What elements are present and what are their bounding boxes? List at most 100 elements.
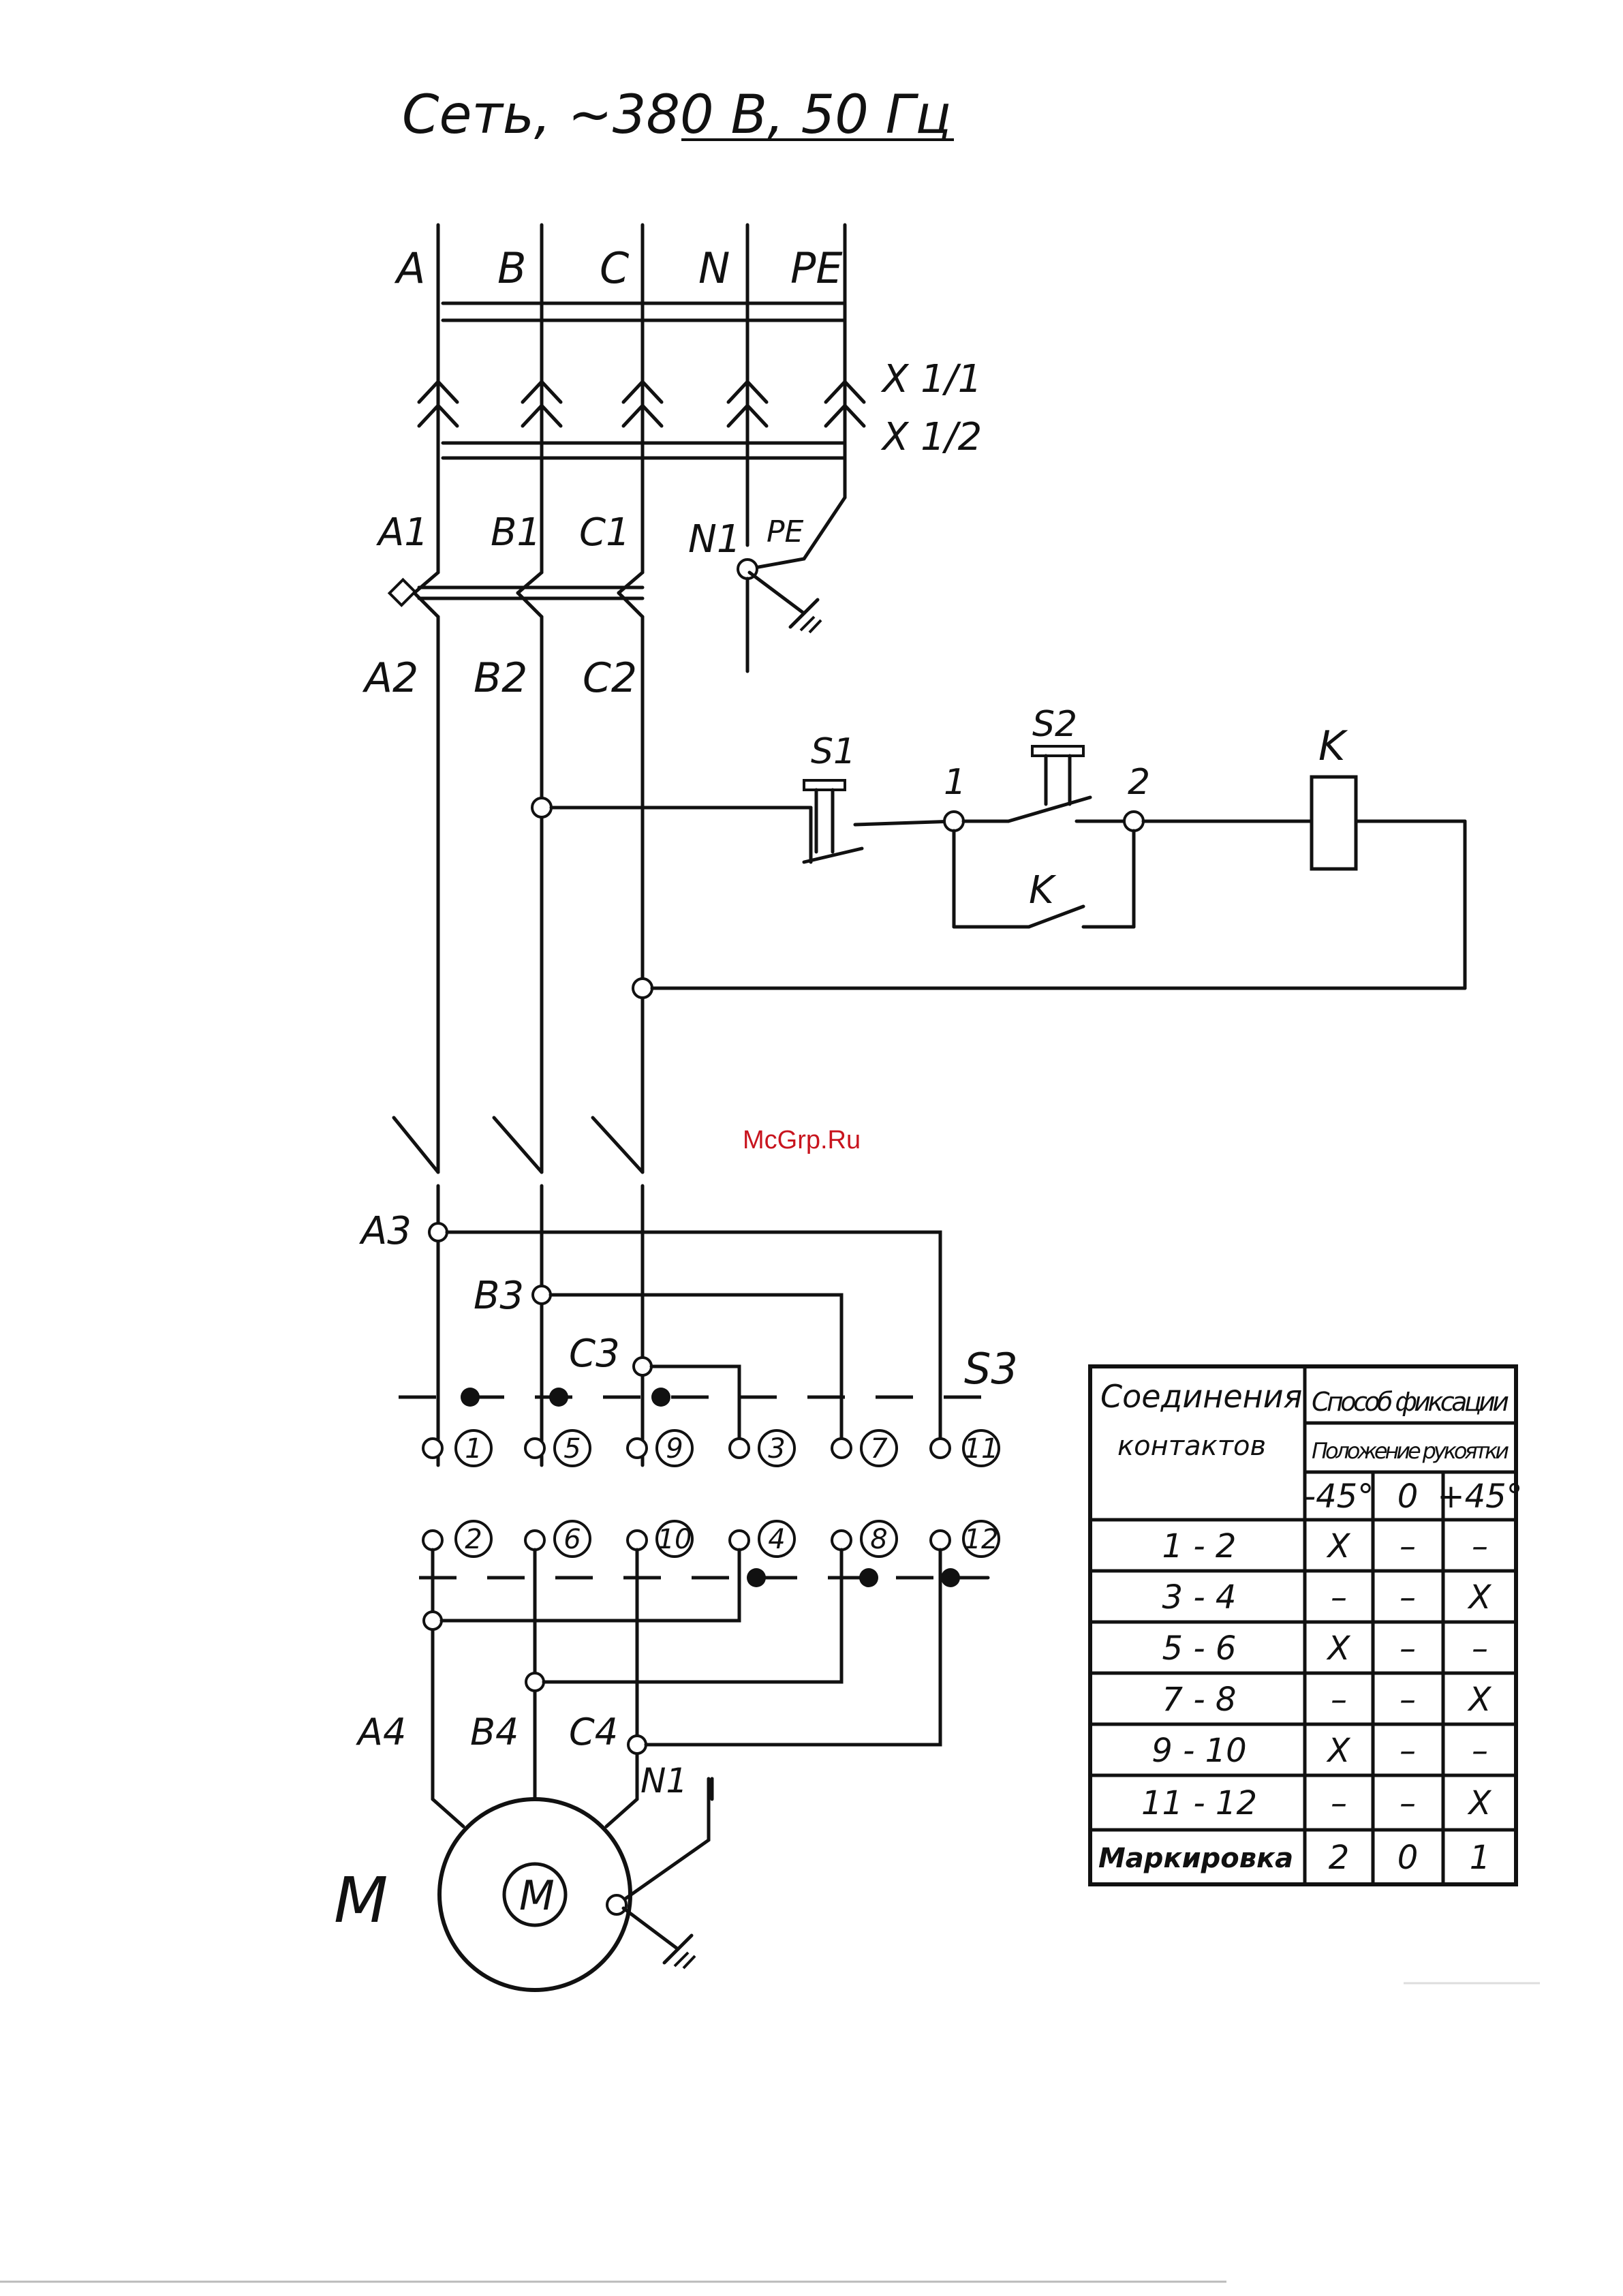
table-row-value: X <box>1467 1681 1492 1719</box>
label-c2: C2 <box>583 654 637 702</box>
table-row-pair: 3 - 4 <box>1162 1578 1237 1617</box>
table-pos-0: 0 <box>1397 1478 1419 1516</box>
bus-label-a: A <box>394 243 425 293</box>
node-1 <box>943 810 965 832</box>
label-pe-top: PE <box>767 515 804 549</box>
watermark: McGrp.Ru <box>743 1126 861 1154</box>
s2-label: S2 <box>1032 704 1077 745</box>
table-row-value: – <box>1400 1527 1416 1565</box>
terminal-10: 10 <box>658 1524 692 1555</box>
k-coil <box>1141 775 1358 871</box>
connector-label-x12: X 1/2 <box>880 415 982 459</box>
bottom-terminals <box>422 1520 1000 1558</box>
table-marking-value: 2 <box>1329 1839 1350 1877</box>
node-2-label: 2 <box>1128 762 1150 803</box>
label-b2: B2 <box>474 654 527 702</box>
table-row-value: X <box>1326 1629 1351 1668</box>
s3-input-bridges <box>428 1222 942 1447</box>
terminal-1: 1 <box>465 1433 482 1465</box>
table-row-value: – <box>1472 1527 1488 1565</box>
table-row-value: – <box>1472 1629 1488 1668</box>
bus-label-pe: PE <box>790 243 843 293</box>
motor-label: M <box>334 1864 388 1937</box>
s3-switching-table <box>1088 1364 1518 1886</box>
label-b3: B3 <box>474 1274 524 1318</box>
bus-label-b: B <box>497 243 527 293</box>
s3-upper-actuator <box>399 1388 995 1407</box>
table-row-value: – <box>1400 1681 1416 1719</box>
table-row-pair: 1 - 2 <box>1162 1527 1237 1565</box>
terminal-5: 5 <box>563 1433 581 1465</box>
node-2 <box>1123 810 1145 832</box>
terminal-9: 9 <box>666 1433 683 1465</box>
table-row-value: X <box>1326 1527 1351 1565</box>
node-1-label: 1 <box>944 762 966 803</box>
table-row-value: – <box>1400 1578 1416 1617</box>
label-a1: A1 <box>376 510 429 555</box>
table-row-pair: 7 - 8 <box>1162 1681 1237 1719</box>
motor-symbol: M <box>519 1872 555 1920</box>
table-row-pair: 5 - 6 <box>1162 1629 1237 1668</box>
table-pos-plus45: +45° <box>1437 1478 1522 1516</box>
table-row-pair: 9 - 10 <box>1151 1732 1246 1770</box>
table-pos-minus45: -45° <box>1304 1478 1374 1516</box>
s3-lower-actuator <box>419 1568 990 1587</box>
motor-wiring <box>422 1548 942 1801</box>
table-marking-label: Маркировка <box>1098 1843 1293 1874</box>
label-c3: C3 <box>569 1332 620 1376</box>
label-c1: C1 <box>579 510 630 555</box>
k-hold-contact <box>952 829 1136 929</box>
terminal-2: 2 <box>465 1524 482 1555</box>
table-row-value: – <box>1400 1629 1416 1668</box>
connector-label-x11: X 1/1 <box>880 357 982 401</box>
table-row-pair: 11 - 12 <box>1141 1784 1257 1822</box>
bus-label-n: N <box>698 243 730 293</box>
table-row-value: – <box>1331 1681 1347 1719</box>
s3-label: S3 <box>964 1344 1018 1394</box>
main-breaker <box>387 570 645 1174</box>
terminal-6: 6 <box>563 1524 581 1555</box>
table-marking-value: 1 <box>1470 1839 1491 1877</box>
table-marking-value: 0 <box>1397 1839 1419 1877</box>
label-a4: A4 <box>356 1711 406 1754</box>
label-n1-top: N1 <box>688 517 741 562</box>
label-a3: A3 <box>359 1209 412 1253</box>
title: Сеть, ~380 В, 50 Гц <box>402 85 951 146</box>
terminal-3: 3 <box>768 1433 785 1465</box>
bus-label-c: C <box>600 243 630 293</box>
table-row-value: X <box>1467 1578 1492 1617</box>
table-header-position: Положение рукоятки <box>1312 1438 1509 1464</box>
table-row-value: – <box>1472 1732 1488 1770</box>
k-coil-label: K <box>1318 722 1348 770</box>
terminal-4: 4 <box>768 1524 785 1555</box>
motor <box>431 1777 711 1992</box>
pe-ground <box>737 495 847 673</box>
supply-buses <box>436 223 847 575</box>
table-row-value: X <box>1467 1784 1492 1822</box>
terminal-12: 12 <box>964 1524 999 1555</box>
table-row-value: – <box>1400 1784 1416 1822</box>
terminal-8: 8 <box>870 1524 887 1555</box>
table-row-value: X <box>1326 1732 1351 1770</box>
label-b1: B1 <box>491 510 541 555</box>
top-terminals <box>422 1429 1000 1467</box>
terminal-7: 7 <box>870 1433 888 1465</box>
k-hold-label: K <box>1029 868 1057 913</box>
control-circuit <box>531 797 1467 999</box>
s2-button <box>961 745 1126 823</box>
table-header-fixation: Способ фиксации <box>1312 1387 1509 1417</box>
label-c4: C4 <box>569 1711 618 1754</box>
s1-button <box>802 779 956 864</box>
label-b4: B4 <box>470 1711 519 1754</box>
table-header-connections: Соединения <box>1100 1378 1302 1415</box>
table-row-value: – <box>1331 1578 1347 1617</box>
label-n1-motor: N1 <box>640 1761 687 1801</box>
table-header-contacts: контактов <box>1117 1430 1266 1462</box>
terminal-11: 11 <box>964 1433 999 1465</box>
s1-label: S1 <box>811 731 856 772</box>
connector-chevrons <box>417 379 866 428</box>
table-row-value: – <box>1331 1784 1347 1822</box>
table-row-value: – <box>1400 1732 1416 1770</box>
label-a2: A2 <box>362 654 418 702</box>
